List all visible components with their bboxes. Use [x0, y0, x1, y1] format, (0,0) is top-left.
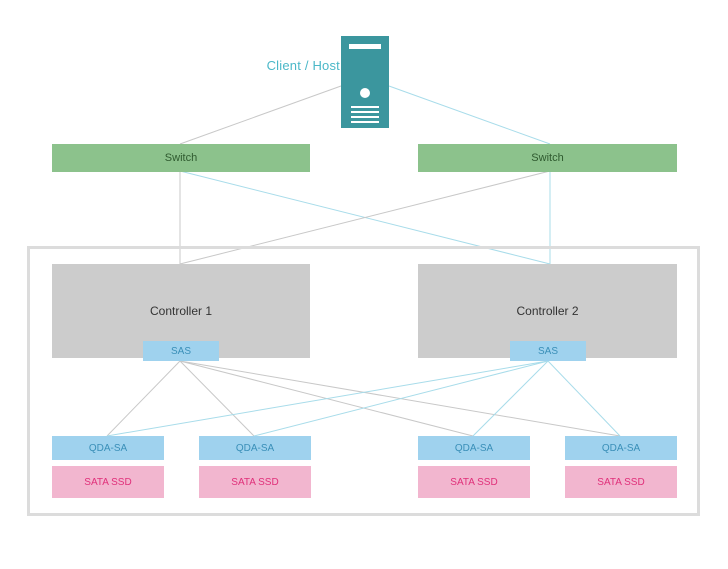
drive-4-ssd[interactable]: SATA SSD [565, 466, 677, 498]
wire-sas1-drive1 [106, 360, 181, 437]
wire-sas1-drive2 [179, 360, 255, 437]
wire-sas2-drive1 [106, 360, 549, 437]
drive-3-ssd[interactable]: SATA SSD [418, 466, 530, 498]
drive-2-adapter[interactable]: QDA-SA [199, 436, 311, 460]
drive-2-ssd[interactable]: SATA SSD [199, 466, 311, 498]
wire-sas2-drive2 [253, 360, 549, 437]
wire-host-switch-right [388, 85, 551, 145]
drive-1-ssd[interactable]: SATA SSD [52, 466, 164, 498]
switch-left[interactable]: Switch [52, 144, 310, 172]
drive-1-adapter[interactable]: QDA-SA [52, 436, 164, 460]
controller-2-sas-port[interactable]: SAS [510, 341, 586, 361]
wire-host-switch-left [179, 85, 342, 145]
controller-1-sas-port[interactable]: SAS [143, 341, 219, 361]
switch-right[interactable]: Switch [418, 144, 677, 172]
wire-sas2-drive3 [472, 360, 549, 437]
drive-3-adapter[interactable]: QDA-SA [418, 436, 530, 460]
server-icon [341, 36, 389, 128]
host-label: Client / Host [266, 58, 340, 73]
drive-4-adapter[interactable]: QDA-SA [565, 436, 677, 460]
storage-enclosure [27, 246, 700, 516]
wire-sas2-drive4 [547, 360, 621, 437]
